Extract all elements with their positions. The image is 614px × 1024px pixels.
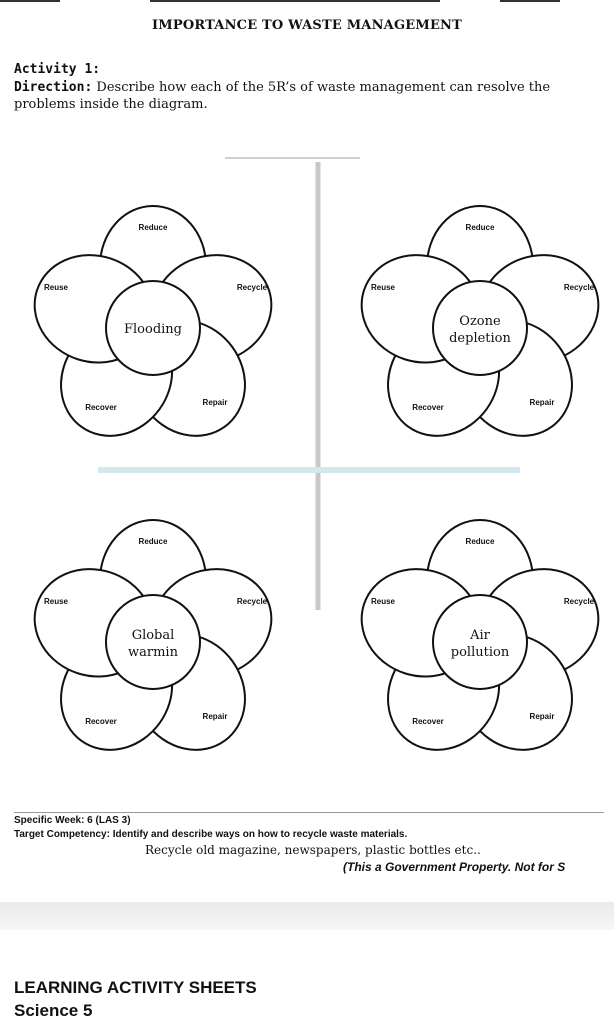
petal-label-left: Reuse [371,283,396,292]
petal-label-lower-left: Recover [412,403,444,412]
direction-body: Describe how each of the 5R’s of waste m… [14,80,551,112]
petal-label-lower-left: Recover [85,717,117,726]
problem-label: depletion [449,331,511,346]
petal-label-left: Reuse [44,597,69,606]
top-rule-center [150,0,440,2]
petal-label-right: Recycle [237,283,268,292]
petal-label-right: Recycle [237,597,268,606]
problem-label: Air [469,628,491,643]
petal-label-top: Reduce [139,537,168,546]
petal-label-lower-right: Repair [203,712,228,721]
specific-week: Specific Week: 6 (LAS 3) [14,815,131,826]
petal-label-left: Reuse [371,597,396,606]
flower-center [432,280,528,376]
activity-label: Activity 1: [14,62,101,77]
subject-label: Science 5 [14,1001,93,1020]
problem-label: pollution [451,645,510,660]
problem-label: Global [132,628,175,643]
government-notice: (This a Government Property. Not for S [343,860,566,874]
problem-label: Flooding [124,322,182,337]
flower-center [105,280,201,376]
petal-label-lower-left: Recover [412,717,444,726]
flower-diagrams: ReduceRecycleRepairRecoverReuseFloodingR… [33,157,600,751]
petal-label-right: Recycle [564,597,595,606]
top-rule-left [0,0,60,2]
flower-center [432,594,528,690]
petal-label-right: Recycle [564,283,595,292]
petal-label-lower-left: Recover [85,403,117,412]
top-rule-right [500,0,560,2]
handwritten-answer: Recycle old magazine, newspapers, plasti… [145,843,481,857]
direction-label: Direction: [14,80,93,95]
petal-label-top: Reduce [466,537,495,546]
petal-label-top: Reduce [466,223,495,232]
petal-label-top: Reduce [139,223,168,232]
petal-label-left: Reuse [44,283,69,292]
page-break-band [0,902,614,930]
petal-label-lower-right: Repair [530,398,555,407]
petal-label-lower-right: Repair [530,712,555,721]
problem-label: Ozone [459,314,501,329]
direction-text: Direction: Describe how each of the 5R’s… [14,79,604,113]
footer-separator [14,812,604,813]
las-title: LEARNING ACTIVITY SHEETS [14,978,257,997]
flower-center [105,594,201,690]
page-title: IMPORTANCE TO WASTE MANAGEMENT [151,18,463,33]
target-competency: Target Competency: Identify and describe… [14,829,408,840]
petal-label-lower-right: Repair [203,398,228,407]
problem-label: warmin [128,645,179,660]
